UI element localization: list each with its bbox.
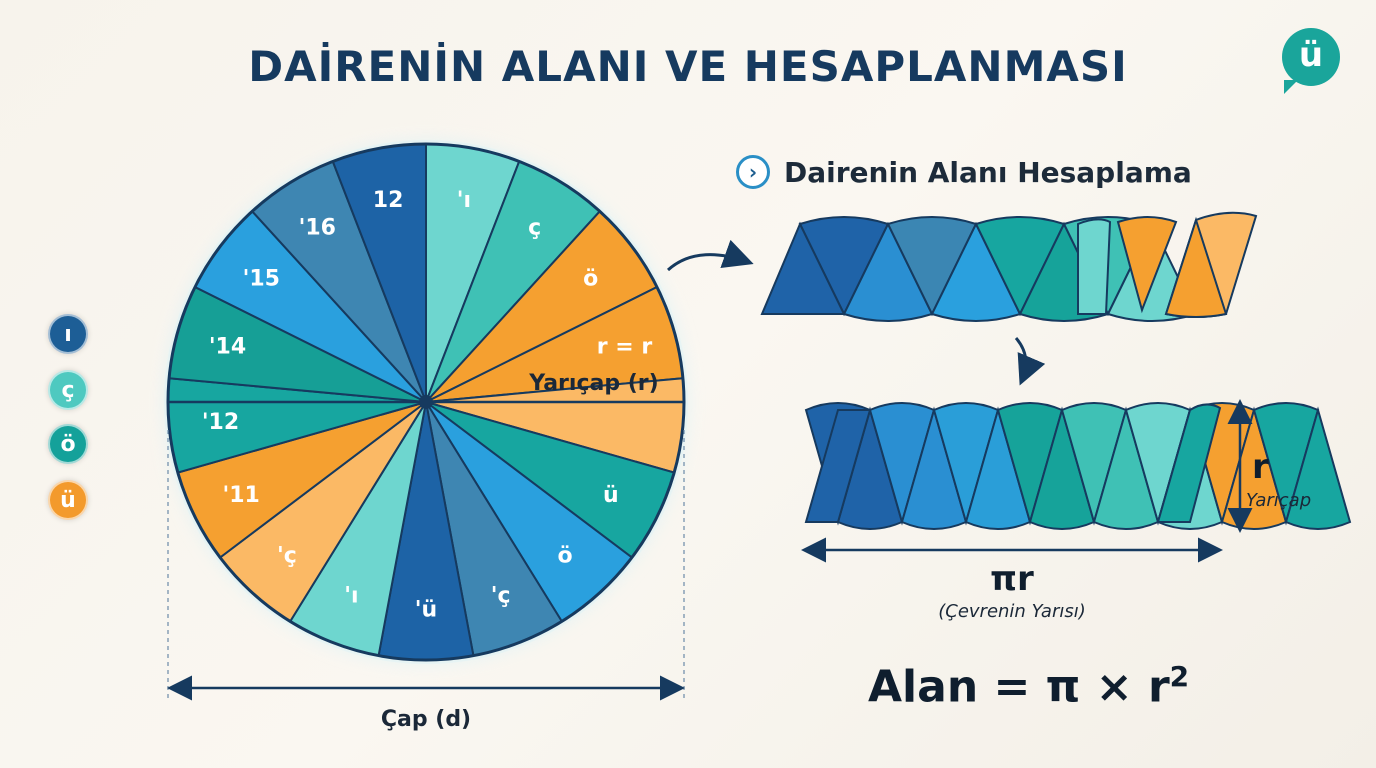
page-title: DAİRENİN ALANI VE HESAPLANMASI <box>248 42 1128 91</box>
slice-label: 12 <box>373 188 404 213</box>
legend-dot-3: ö <box>48 424 88 464</box>
legend-dot-1: ı <box>48 314 88 354</box>
slice-label: 'ı <box>457 188 471 213</box>
width-sublabel: (Çevrenin Yarısı) <box>938 601 1086 622</box>
slice-label: '11 <box>223 483 260 508</box>
area-formula: Alan = π × r2 <box>868 660 1189 713</box>
strip-piece <box>804 409 872 523</box>
formula-exponent: 2 <box>1169 660 1190 693</box>
circle-slices: 'ı ç ö r = r ü ö 'ç 'ü 'ı 'ç '11 '12 '14 '15 '16 12 <box>166 142 686 661</box>
diameter-label: Çap (d) <box>381 707 471 732</box>
loose-piece <box>1164 216 1228 318</box>
slice-label: ö <box>558 544 573 569</box>
slice-label: '16 <box>299 216 336 241</box>
slice-label: 'ü <box>415 597 437 622</box>
slice-label: '15 <box>243 267 280 292</box>
down-arrow-icon <box>1014 337 1046 386</box>
parallelogram-strip <box>804 402 1352 530</box>
slice-label: ü <box>603 483 619 508</box>
slice-label: '12 <box>202 410 239 435</box>
height-label: r <box>1252 447 1269 487</box>
logo-icon: ü <box>1282 28 1340 94</box>
loose-pieces <box>1116 211 1258 318</box>
strip-piece <box>760 221 846 315</box>
slice-label: 'ç <box>277 544 297 569</box>
radius-label: Yarıçap (r) <box>528 371 658 396</box>
strip-piece <box>1156 403 1222 523</box>
loose-piece <box>1116 216 1178 314</box>
slice-label: ö <box>583 267 598 292</box>
legend-label: ç <box>61 378 75 403</box>
legend-dot-2: ç <box>48 370 88 410</box>
strip-piece <box>1077 218 1112 315</box>
height-sublabel: Yarıçap <box>1246 490 1311 511</box>
chevron-right-icon: › <box>736 155 770 189</box>
slice-label: '14 <box>209 335 246 360</box>
width-label: πr <box>990 559 1034 599</box>
legend-label: ö <box>60 432 76 457</box>
legend-label: ı <box>64 322 72 347</box>
center-dot <box>419 395 433 409</box>
slice-label: 'ı <box>344 584 358 609</box>
strip-piece <box>1284 406 1352 530</box>
slice-label: r = r <box>597 335 653 360</box>
slice-label: 'ç <box>491 584 511 609</box>
section-title: › Dairenin Alanı Hesaplama <box>736 150 1192 194</box>
legend-label: ü <box>60 488 76 513</box>
formula-main: Alan = π × r <box>868 661 1170 713</box>
curved-arrow-icon <box>666 239 754 272</box>
slice-label: ç <box>528 216 541 241</box>
legend-dot-4: ü <box>48 480 88 520</box>
section-title-text: Dairenin Alanı Hesaplama <box>784 155 1192 189</box>
